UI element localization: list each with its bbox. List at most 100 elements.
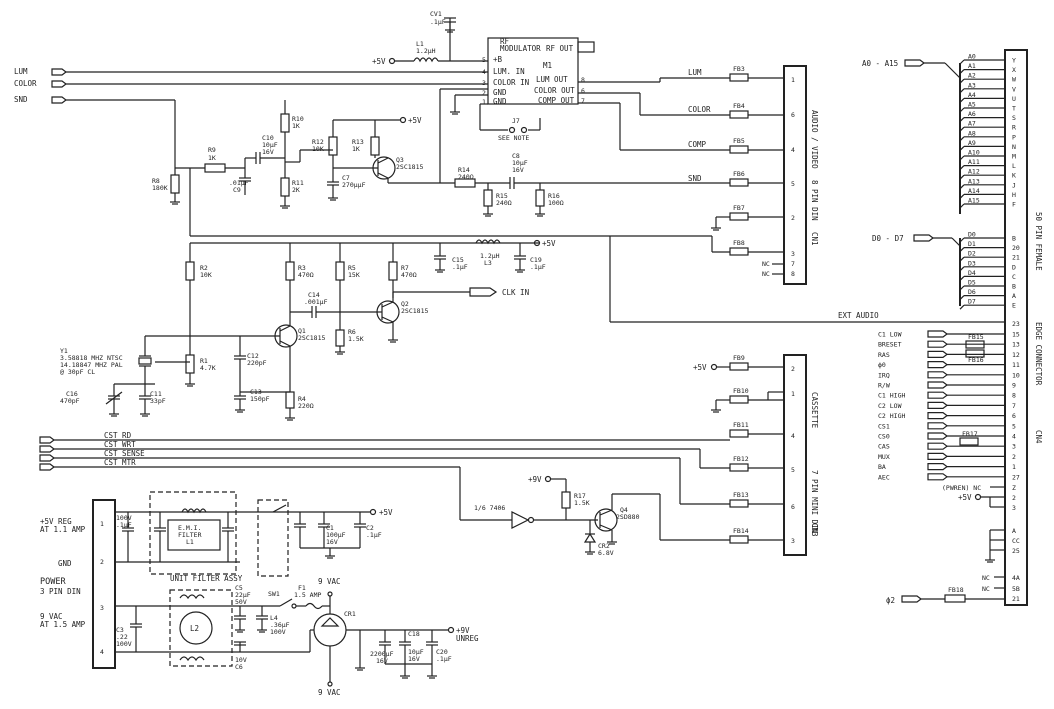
addr-tap bbox=[959, 126, 965, 132]
input-color-label: COLOR bbox=[14, 79, 37, 88]
mod-5v-label: +5V bbox=[372, 57, 386, 66]
c-100v: 100V bbox=[116, 514, 132, 522]
svg-text:5: 5 bbox=[482, 56, 486, 64]
av-conn-label: AUDIO / VIDEO bbox=[810, 110, 819, 169]
r17-val: 1.5K bbox=[574, 499, 590, 507]
c19-label: C19 bbox=[530, 256, 542, 264]
oscillator: +5V R2 10K R1 4.7K R3 470Ω R5 15K R7 470… bbox=[60, 239, 556, 421]
addr-tap bbox=[959, 88, 965, 94]
fb7-label: FB7 bbox=[733, 204, 745, 212]
input-arrows: LUM COLOR SND bbox=[14, 67, 488, 110]
c10-v: 16V bbox=[262, 148, 274, 156]
ctl-arrow bbox=[927, 391, 948, 399]
r7-label: R7 bbox=[401, 264, 409, 272]
rf-modulator: RF MODULATOR RF OUT +B LUM. IN COLOR IN … bbox=[372, 10, 730, 183]
ctl-pin-label: BA bbox=[878, 463, 886, 471]
addr-tap bbox=[959, 107, 965, 113]
ctl-pin-num: 5 bbox=[1012, 422, 1016, 430]
svg-text:8: 8 bbox=[791, 270, 795, 278]
addr-pin-label: A3 bbox=[968, 81, 976, 89]
r9-label: R9 bbox=[208, 146, 216, 154]
ctl-pin-label: CAS bbox=[878, 443, 890, 451]
ctl-pin-label: RAS bbox=[878, 351, 890, 359]
l4-label: L4 bbox=[270, 614, 278, 622]
c2-val: .1µF bbox=[366, 531, 382, 539]
data-pin-label: D4 bbox=[968, 269, 976, 277]
ctl-arrow bbox=[927, 330, 948, 338]
svg-text:4: 4 bbox=[100, 648, 104, 656]
fb13-label: FB13 bbox=[733, 491, 749, 499]
y1-cl: @ 30pF CL bbox=[60, 368, 95, 376]
ctl-pin-num: 15 bbox=[1012, 331, 1020, 339]
l3-label: L3 bbox=[484, 259, 492, 267]
data-pin-label: D5 bbox=[968, 279, 976, 287]
svg-text:7: 7 bbox=[791, 260, 795, 268]
data-tap bbox=[959, 295, 965, 301]
data-pin-label: D6 bbox=[968, 288, 976, 296]
r1-label: R1 bbox=[200, 357, 208, 365]
c15-label: C15 bbox=[452, 256, 464, 264]
r11-val: 2K bbox=[292, 186, 300, 194]
addr-tap bbox=[959, 97, 965, 103]
c7-val: 270µµF bbox=[342, 181, 366, 189]
addr-tap bbox=[959, 69, 965, 75]
pin-z: Z bbox=[1012, 484, 1016, 492]
pin-21: 21 bbox=[1012, 595, 1020, 603]
fb8-label: FB8 bbox=[733, 239, 745, 247]
clk-in-label: CLK IN bbox=[502, 288, 529, 297]
r11-label: R11 bbox=[292, 179, 304, 187]
r12-val: 10K bbox=[312, 145, 324, 153]
c11-label: C11 bbox=[150, 390, 162, 398]
cr1-label: CR1 bbox=[344, 610, 356, 618]
addr-pin-num: L bbox=[1012, 162, 1016, 170]
c14-val: .001µF bbox=[304, 298, 328, 306]
pwren-label: (PWREN) NC bbox=[942, 484, 981, 492]
data-pin-label: D2 bbox=[968, 250, 976, 258]
svg-text:6: 6 bbox=[581, 87, 585, 95]
fb9-label: FB9 bbox=[733, 354, 745, 362]
ctl-pin-num: 11 bbox=[1012, 361, 1020, 369]
edge-connector: 50 PIN FEMALE EDGE CONNECTOR CN4 A0 - A1… bbox=[862, 49, 1043, 606]
ctl-arrow bbox=[927, 412, 948, 420]
svg-text:1: 1 bbox=[482, 98, 486, 106]
r16-val: 100Ω bbox=[548, 199, 564, 207]
l4-v: 100V bbox=[270, 628, 286, 636]
fb10-label: FB10 bbox=[733, 387, 749, 395]
r6-label: R6 bbox=[348, 328, 356, 336]
ctl-pin-num: 27 bbox=[1012, 473, 1020, 481]
plus5v-q3: +5V bbox=[408, 116, 422, 125]
svg-text:4: 4 bbox=[791, 432, 795, 440]
ctl-pin-label: C1 HIGH bbox=[878, 392, 905, 400]
c18-val: 10µF bbox=[408, 648, 424, 656]
lum-out-label: LUM OUT bbox=[536, 75, 568, 84]
ctl-pin-label: IRQ bbox=[878, 371, 890, 379]
r17-label: R17 bbox=[574, 492, 586, 500]
c10-val: 10µF bbox=[262, 141, 278, 149]
data-bus-label: D0 - D7 bbox=[872, 234, 904, 243]
r5-label: R5 bbox=[348, 264, 356, 272]
data-pin-num: E bbox=[1012, 302, 1016, 310]
addr-pin-label: A13 bbox=[968, 177, 980, 185]
c20-val: .1µF bbox=[436, 655, 452, 663]
pwr-title2: 3 PIN DIN bbox=[40, 587, 81, 596]
svg-text:3: 3 bbox=[100, 604, 104, 612]
ctl-pin-label: CS0 bbox=[878, 433, 890, 441]
ctl-arrow bbox=[927, 442, 948, 450]
addr-pin-label: A2 bbox=[968, 72, 976, 80]
see-note-label: SEE NOTE bbox=[498, 134, 529, 142]
ctl-pin-num: 7 bbox=[1012, 402, 1016, 410]
ctl-arrow bbox=[927, 422, 948, 430]
ctl-pin-label: R/W bbox=[878, 382, 890, 390]
c16-label: C16 bbox=[66, 390, 78, 398]
fb12-label: FB12 bbox=[733, 455, 749, 463]
av-conn-label3: CN1 bbox=[810, 232, 819, 246]
addr-pin-num: N bbox=[1012, 143, 1016, 151]
l3-val: 1.2µH bbox=[480, 252, 500, 260]
pwr-vac2: AT 1.5 AMP bbox=[40, 620, 86, 629]
data-tap bbox=[959, 275, 965, 281]
rf-out-label: RF OUT bbox=[546, 44, 574, 53]
ctl-pin-num: 13 bbox=[1012, 341, 1020, 349]
svg-text:5: 5 bbox=[791, 466, 795, 474]
cst-wrt-label: CST WRT bbox=[104, 440, 136, 449]
r4-label: R4 bbox=[298, 395, 306, 403]
